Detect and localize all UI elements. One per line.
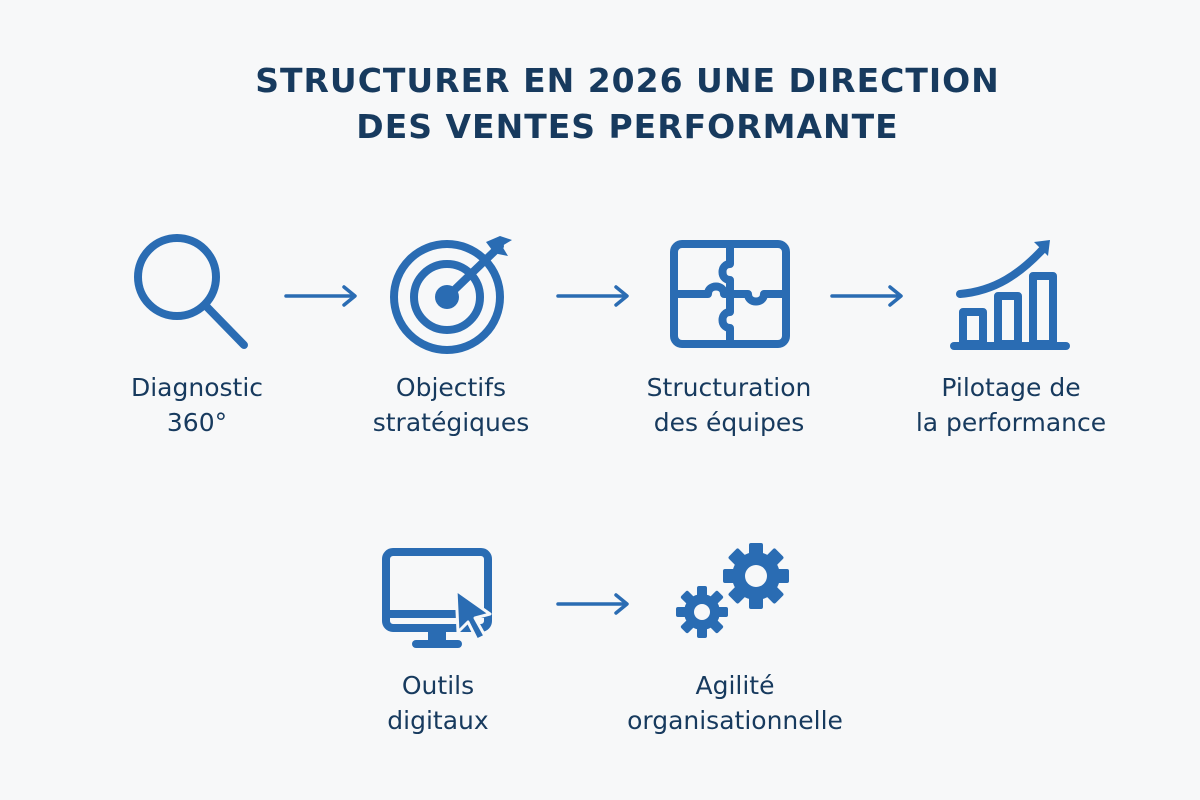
gear-large-icon <box>723 543 789 609</box>
step-structuration <box>668 238 792 350</box>
growth-chart-icon <box>950 240 1070 350</box>
target-icon <box>390 236 512 354</box>
arrow-3-icon <box>830 285 903 307</box>
gear-small-icon <box>676 586 728 638</box>
title-line-2: DES VENTES PERFORMANTE <box>356 107 899 146</box>
step-label-agilite: Agilité organisationnelle <box>627 671 843 735</box>
page-title: STRUCTURER EN 2026 UNE DIRECTION DES VEN… <box>0 58 1200 150</box>
step-label-outils: Outils digitaux <box>387 671 489 735</box>
gears-icon <box>676 543 789 638</box>
step-label-diagnostic: Diagnostic 360° <box>130 373 264 437</box>
monitor-cursor-icon <box>382 548 492 648</box>
arrow-1-icon <box>284 285 357 307</box>
step-label-pilotage: Pilotage de la performance <box>915 373 1107 437</box>
step-diagnostic <box>130 232 260 357</box>
magnifier-icon <box>134 234 248 349</box>
step-label-structuration: Structuration des équipes <box>646 373 812 437</box>
title-line-1: STRUCTURER EN 2026 UNE DIRECTION <box>255 61 1000 100</box>
step-objectifs <box>388 232 518 357</box>
step-label-objectifs: Objectifs stratégiques <box>372 373 530 437</box>
step-pilotage <box>950 236 1072 354</box>
step-outils <box>378 544 498 654</box>
step-agilite <box>672 540 796 644</box>
arrow-4-icon <box>556 593 629 615</box>
puzzle-icon <box>670 240 790 348</box>
arrow-2-icon <box>556 285 629 307</box>
